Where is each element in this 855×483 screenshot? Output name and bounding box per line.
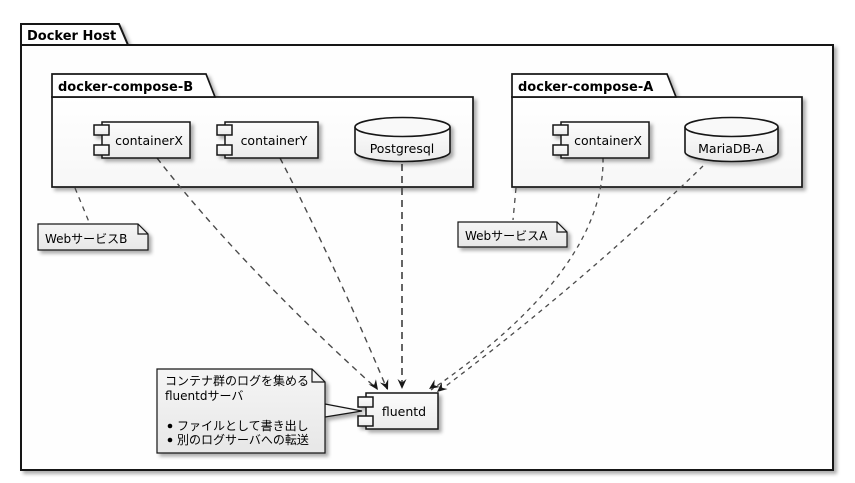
database-postgresql: Postgresql [354, 116, 451, 163]
fluentd-label: fluentd [382, 404, 426, 419]
database-cylinder-top [354, 116, 451, 138]
arrowhead-containerx-b [368, 379, 378, 390]
edge-containerx-a-to-fluentd [430, 157, 604, 391]
component-fluentd: fluentd [357, 392, 439, 430]
containerx-a-label: containerX [574, 133, 642, 148]
note-fluentd-bullet2: 別のログサーバへの転送 [177, 432, 309, 447]
docker-host-tab [20, 23, 130, 46]
component-containery-b: containerY [216, 121, 319, 159]
component-port-icon [357, 396, 374, 408]
database-cylinder-top [684, 116, 779, 138]
note-fluentd-line1: コンテナ群のログを集める [165, 373, 309, 388]
component-port-icon [552, 124, 569, 136]
note-web-service-b: WebサービスB [37, 223, 149, 251]
note-fold-icon [556, 222, 567, 233]
arrowheads [368, 379, 448, 392]
component-containerx-a-box [560, 121, 650, 159]
note-fold-icon [311, 369, 325, 383]
edge-containery-b-to-fluentd [279, 157, 388, 390]
connectors [74, 157, 704, 393]
component-port-icon [357, 415, 374, 427]
component-port-icon [216, 124, 233, 136]
database-mariadb-a: MariaDB-A [684, 116, 779, 163]
arrowhead-postgresql [397, 379, 407, 389]
component-port-icon [93, 144, 110, 156]
note-web-a-shape [457, 221, 568, 248]
package-b-title: docker-compose-B [58, 80, 193, 95]
package-docker-compose-a: docker-compose-A [511, 73, 803, 188]
mariadb-a-label: MariaDB-A [698, 141, 764, 156]
component-port-icon [93, 124, 110, 136]
edge-compose-b-to-note-web-b [74, 187, 90, 223]
package-a-tab [511, 73, 678, 98]
note-fold-icon [137, 224, 148, 235]
edge-mariadb-a-to-fluentd [437, 165, 704, 393]
component-port-icon [552, 144, 569, 156]
component-containery-b-box [224, 121, 319, 159]
note-fluentd-description: コンテナ群のログを集める fluentdサーバ ファイルとして書き出し 別のログ… [156, 368, 363, 454]
containery-b-label: containerY [241, 133, 308, 148]
package-a-title: docker-compose-A [518, 80, 653, 95]
package-b-tab [51, 73, 217, 98]
note-web-b-label: WebサービスB [45, 232, 127, 246]
containerx-b-label: containerX [115, 133, 183, 148]
docker-host-title: Docker Host [27, 29, 116, 44]
edge-containerx-b-to-fluentd [156, 157, 378, 390]
postgresql-label: Postgresql [370, 141, 435, 156]
component-containerx-a: containerX [552, 121, 650, 159]
note-fluentd-bullet1: ファイルとして書き出し [177, 419, 309, 433]
bullet-icon [167, 423, 173, 429]
arrowhead-containerx-a [429, 379, 440, 389]
component-containerx-b: containerX [93, 121, 191, 159]
component-containerx-b-box [101, 121, 191, 159]
arrowhead-mariadb-a [437, 382, 448, 392]
note-fluentd-line2: fluentdサーバ [165, 389, 243, 403]
note-fluentd-shape [156, 368, 326, 454]
note-web-b-shape [37, 223, 149, 251]
bullet-icon [167, 437, 173, 443]
note-web-a-label: WebサービスA [465, 229, 548, 243]
component-fluentd-box [365, 392, 439, 430]
component-port-icon [216, 144, 233, 156]
note-web-service-a: WebサービスA [457, 221, 568, 248]
arrowhead-containery-b [379, 379, 389, 390]
